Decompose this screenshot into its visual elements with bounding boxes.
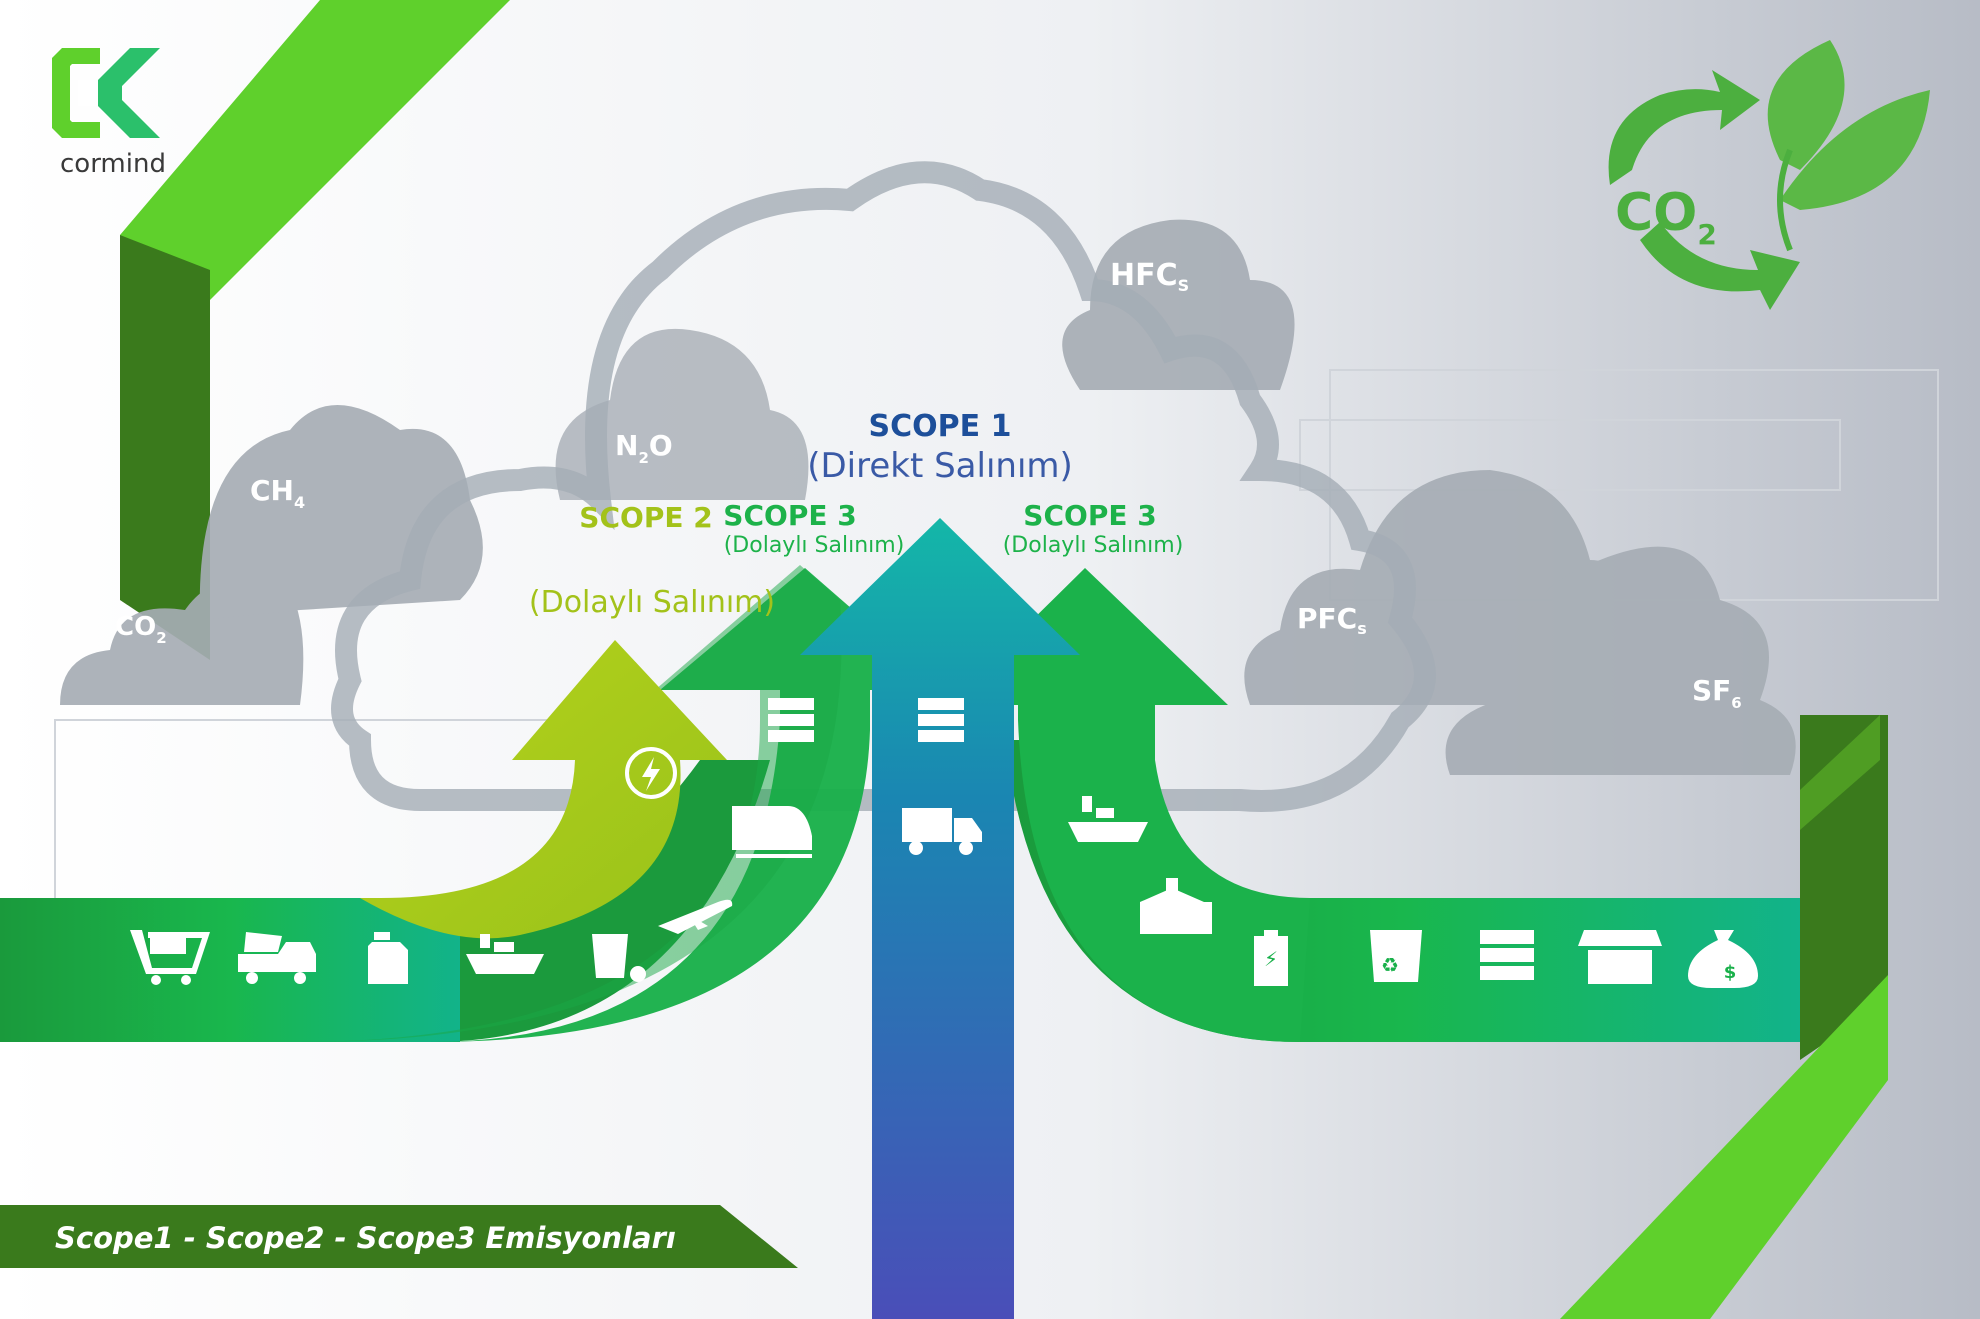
leaf-icon [1767,40,1845,170]
scope3-left-title: SCOPE 3 [723,499,856,532]
logo-mark [52,48,100,138]
warehouse-rack-icon [1480,930,1534,980]
gas-label-ch4: CH4 [250,474,305,512]
scope1-arrow [800,518,1080,1319]
scope3-right-title: SCOPE 3 [1023,499,1156,532]
gas-label-sf6: SF6 [1692,674,1742,712]
cloud-sf6 [1445,546,1796,775]
scope-labels: SCOPE 1 (Direkt Salınım) SCOPE 2 (Dolayl… [529,409,1183,620]
cargo-ship-icon [466,934,544,974]
fuel-can-icon [368,932,408,984]
store-icon [1578,930,1662,984]
waste-bin-icon [592,934,646,982]
dump-truck-icon [238,932,316,984]
scope1-icons [902,698,982,855]
warehouse-rack-icon [768,698,814,742]
scope2-arrow [360,640,727,939]
left-band-icons [130,899,733,985]
factory-icon [1140,878,1212,934]
cloud-n2o [555,328,809,500]
delivery-truck-icon [902,808,982,855]
scope1-subtitle: (Direkt Salınım) [807,446,1073,486]
frame-decoration [120,0,1888,1319]
gas-label-pfcs: PFCs [1297,602,1367,638]
recycle-bin-icon [1370,930,1422,982]
cargo-ship-icon [1068,796,1148,842]
leaf-icon [1780,90,1930,210]
battery-bolt-icon: ⚡ [1264,947,1278,971]
gas-clouds [60,219,1796,775]
logo-wordmark: cormind [60,149,166,179]
gas-label-hfcs: HFCS [1110,258,1189,295]
warehouse-rack-icon [918,698,964,742]
battery-icon [1254,930,1288,986]
cormind-logo: cormind [52,48,166,179]
scope3-left-icons [732,698,814,858]
scope1-title: SCOPE 1 [869,409,1012,444]
scope2-subtitle: (Dolaylı Salınım) [529,585,775,620]
co2-eco-badge: CO2 [1608,40,1930,310]
money-bag-icon [1688,930,1758,988]
gas-label-co2: CO2 [115,612,167,647]
scope3-right-subtitle: (Dolaylı Salınım) [1003,533,1184,558]
airplane-icon [658,899,733,934]
scope2-title: SCOPE 2 [579,501,712,534]
scope3-right-arrow [946,568,1310,1042]
co2-badge-text: CO2 [1615,183,1717,251]
scope3-left-subtitle: (Dolaylı Salınım) [724,533,905,558]
train-icon [732,806,812,858]
gas-label-n2o: N2O [615,429,673,467]
right-band-icons [1068,796,1758,988]
dollar-symbol-icon: $ [1724,962,1737,983]
gas-labels: CO2 CH4 N2O HFCS PFCs SF6 [115,258,1742,712]
cycle-arrow-icon [1608,70,1760,185]
cycle-arrow-icon [1640,222,1800,310]
cloud-hfcs [1062,219,1295,390]
recycle-symbol-icon: ♻ [1381,953,1399,977]
caption-text: Scope1 - Scope2 - Scope3 Emisyonları [55,1221,676,1255]
electricity-icon [625,747,677,799]
shopping-cart-icon [130,930,210,985]
caption-banner: Scope1 - Scope2 - Scope3 Emisyonları [0,1205,798,1268]
main-cloud-outline [331,161,1436,812]
